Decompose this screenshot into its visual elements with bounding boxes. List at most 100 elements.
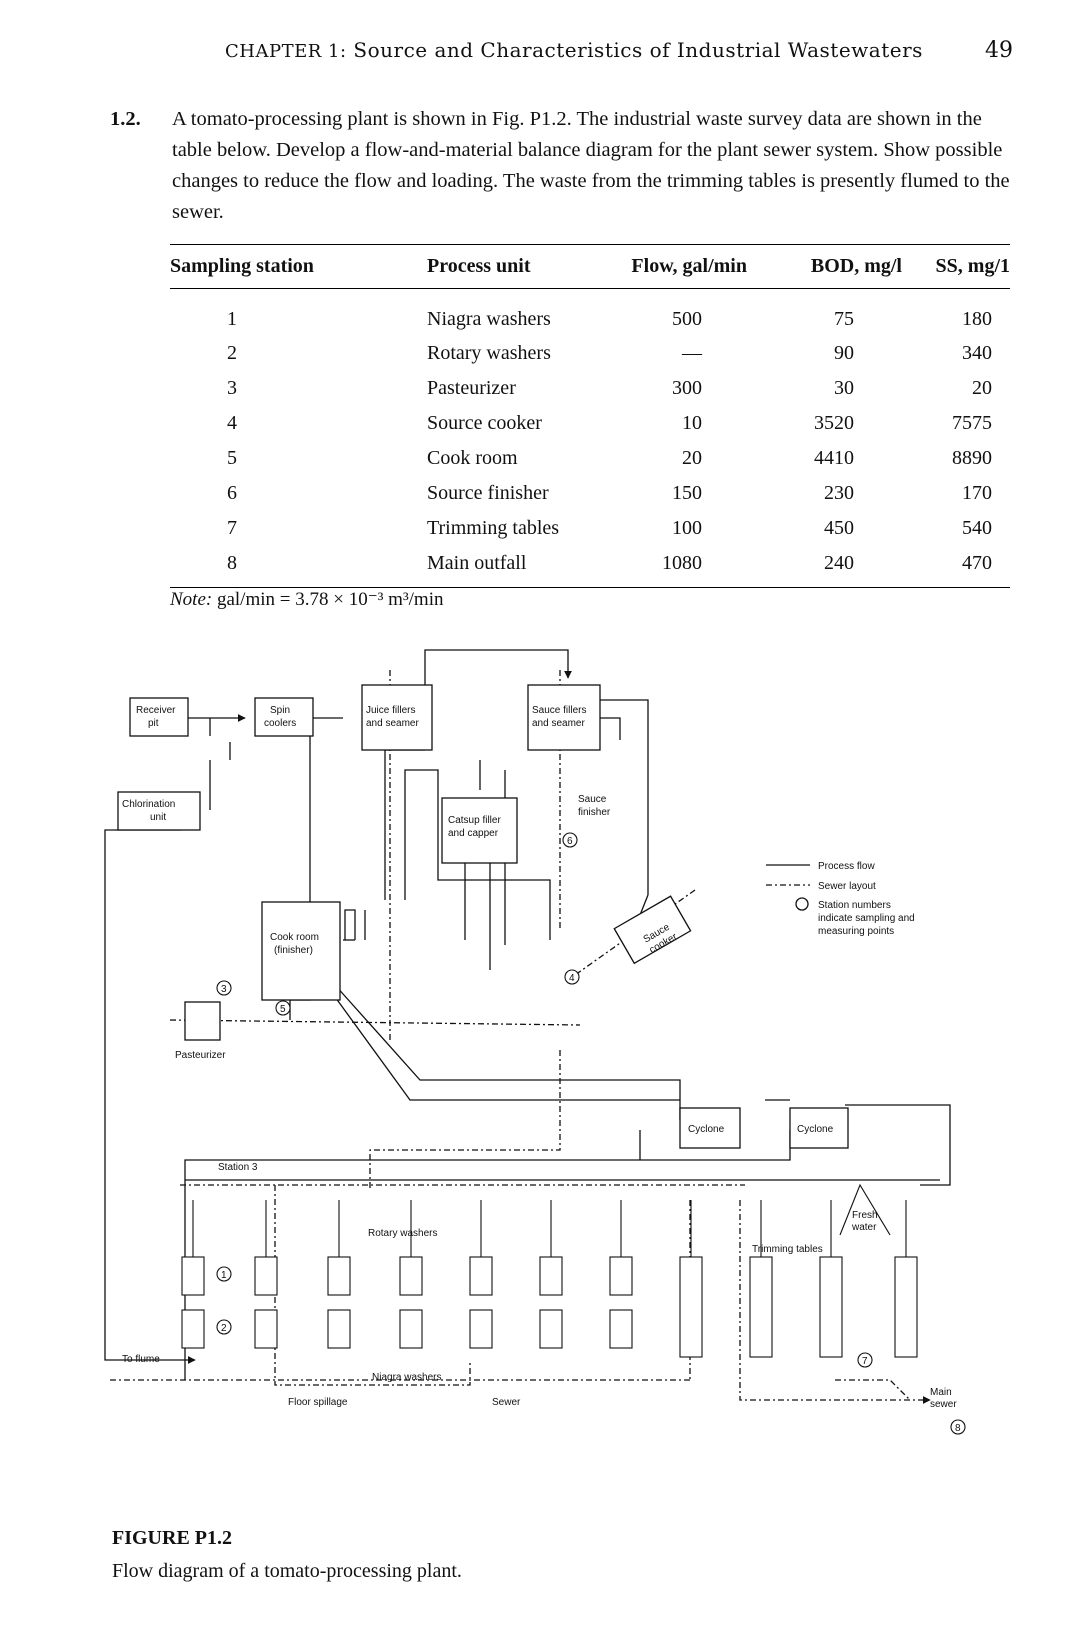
cell-ss: 540 [962,517,992,539]
label-sauce-fillers: Sauce fillers [532,705,586,716]
cell-station: 6 [227,482,237,504]
cell-station: 8 [170,546,427,588]
station-5: 5 [280,1004,286,1015]
label-cook-room: Cook room [270,932,319,943]
chapter-prefix: CHAPTER 1: [225,41,347,62]
cell-unit: Trimming tables [427,517,560,539]
col-header-flow: Flow, gal/min [612,244,747,289]
cell-flow: 1080 [612,546,747,588]
table-row: 5 Cook room 20 4410 8890 [170,441,1010,476]
flow-diagram: Receiver pit Spin coolers Juice fillers … [104,649,966,1435]
cell-ss: 470 [902,546,1010,588]
station-3: 3 [221,984,227,995]
label-receiver-pit-2: pit [148,718,159,729]
cell-station: 7 [227,517,237,539]
table-row: 6 Source finisher 150 230 170 [170,476,1010,511]
note-label: Note: [170,589,213,610]
label-sauce-finisher-2: finisher [578,807,611,818]
label-cyclone-2: Cyclone [797,1124,834,1135]
cell-ss: 180 [962,308,992,330]
cell-bod: 240 [747,546,902,588]
station-4: 4 [569,973,575,984]
cell-ss: 8890 [952,447,992,469]
cell-bod: 3520 [814,412,854,434]
cell-station: 4 [227,412,237,434]
legend-station-numbers-3: measuring points [818,926,894,937]
problem-statement: 1.2. A tomato-processing plant is shown … [110,104,1010,228]
label-juice-fillers: Juice fillers [366,705,415,716]
cell-unit: Source finisher [427,482,549,504]
table-row: 8 Main outfall 1080 240 470 [170,546,1010,588]
label-spin-coolers-2: coolers [264,718,296,729]
waste-survey-table: Sampling station Process unit Flow, gal/… [170,244,1010,588]
cell-flow: — [682,342,702,364]
figure-label: FIGURE P1.2 [112,1527,232,1549]
col-header-station: Sampling station [170,244,427,289]
cell-bod: 450 [824,517,854,539]
cell-ss: 170 [962,482,992,504]
station-7: 7 [862,1356,868,1367]
cell-unit: Pasteurizer [427,377,516,399]
label-trimming-tables: Trimming tables [752,1244,823,1255]
label-pasteurizer: Pasteurizer [175,1050,226,1061]
figure-caption: Flow diagram of a tomato-processing plan… [112,1560,462,1582]
cell-flow: 500 [672,308,702,330]
cell-bod: 75 [834,308,854,330]
cell-flow: 150 [672,482,702,504]
chapter-title: Source and Characteristics of Industrial… [353,38,923,62]
table-row: 4 Source cooker 10 3520 7575 [170,406,1010,441]
cell-ss: 340 [962,342,992,364]
running-head: CHAPTER 1: Source and Characteristics of… [225,38,923,62]
label-juice-fillers-2: and seamer [366,718,419,729]
legend-station-numbers-2: indicate sampling and [818,913,915,924]
label-sauce-finisher: Sauce [578,794,607,805]
label-to-flume: To flume [122,1354,160,1365]
cell-flow: 10 [682,412,702,434]
station-8: 8 [955,1423,961,1434]
cell-station: 5 [227,447,237,469]
label-catsup-filler-2: and capper [448,828,499,839]
station-2: 2 [221,1323,227,1334]
legend-station-numbers: Station numbers [818,900,891,911]
cell-unit: Source cooker [427,412,542,434]
cell-flow: 100 [672,517,702,539]
cell-unit: Niagra washers [427,308,551,330]
table-row: 2 Rotary washers — 90 340 [170,336,1010,371]
cell-flow: 20 [682,447,702,469]
cell-ss: 20 [972,377,992,399]
label-niagra-washers: Niagra washers [372,1372,441,1383]
table-row: 7 Trimming tables 100 450 540 [170,511,1010,546]
cell-unit: Cook room [427,447,518,469]
label-main-sewer-2: sewer [930,1399,957,1410]
station-1: 1 [221,1270,227,1281]
table-row: 1 Niagra washers 500 75 180 [170,289,1010,337]
label-main-sewer: Main [930,1387,952,1398]
note-text: gal/min = 3.78 × 10⁻³ m³/min [216,589,444,610]
cell-bod: 4410 [814,447,854,469]
label-catsup-filler: Catsup filler [448,815,501,826]
table-note: Note: gal/min = 3.78 × 10⁻³ m³/min [170,588,443,611]
cell-station: 3 [227,377,237,399]
label-chlorination-2: unit [150,812,166,823]
cell-unit: Rotary washers [427,342,551,364]
cell-ss: 7575 [952,412,992,434]
col-header-unit: Process unit [427,244,612,289]
label-receiver-pit: Receiver [136,705,176,716]
cell-bod: 90 [834,342,854,364]
problem-number: 1.2. [110,108,141,130]
label-station-3: Station 3 [218,1162,258,1173]
label-rotary-washers: Rotary washers [368,1228,437,1239]
cell-unit: Main outfall [427,546,612,588]
label-fresh-water-2: water [851,1222,877,1233]
table-header-row: Sampling station Process unit Flow, gal/… [170,244,1010,289]
label-spin-coolers: Spin [270,705,290,716]
col-header-bod: BOD, mg/l [747,244,902,289]
label-sauce-fillers-2: and seamer [532,718,585,729]
cell-flow: 300 [672,377,702,399]
label-sewer: Sewer [492,1397,521,1408]
label-fresh-water: Fresh [852,1210,878,1221]
table-row: 3 Pasteurizer 300 30 20 [170,371,1010,406]
label-floor-spillage: Floor spillage [288,1397,348,1408]
label-cook-room-2: (finisher) [274,945,313,956]
